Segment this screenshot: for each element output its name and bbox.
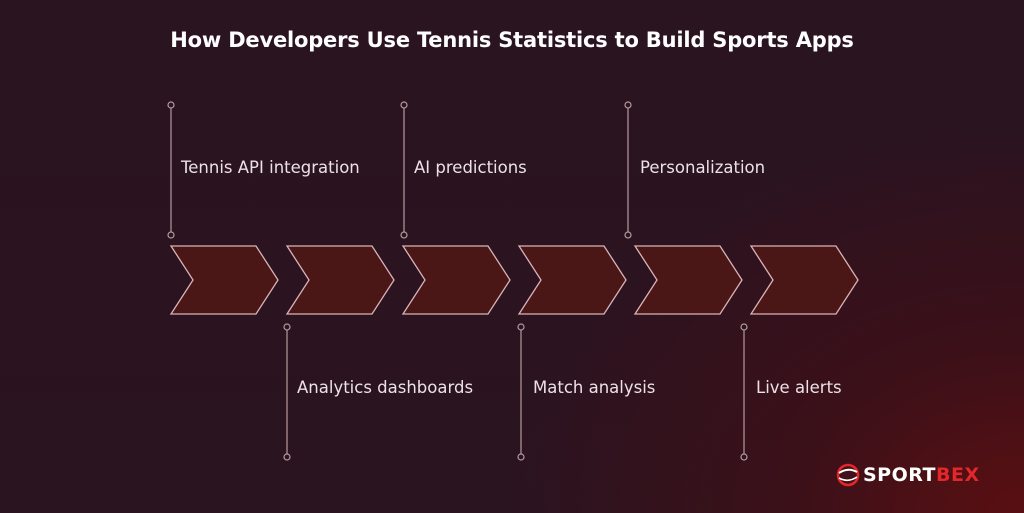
connector-dot-icon (624, 101, 632, 109)
chevron-row (169, 245, 859, 315)
connector-dot-icon (400, 101, 408, 109)
chevron-step-4 (517, 245, 627, 315)
top-connectors (167, 101, 632, 239)
page-title: How Developers Use Tennis Statistics to … (170, 28, 854, 52)
bottom-connectors (283, 323, 748, 461)
step-label-tennis-api-integration: Tennis API integration (181, 158, 360, 177)
ball-icon (836, 463, 860, 487)
connector-dot-icon (283, 323, 291, 331)
connector-dot-icon (517, 453, 525, 461)
connector-dot-icon (740, 453, 748, 461)
chevron-step-3 (401, 245, 511, 315)
chevron-step-1 (169, 245, 279, 315)
step-label-live-alerts: Live alerts (756, 378, 842, 397)
chevron-step-6 (749, 245, 859, 315)
step-label-ai-predictions: AI predictions (414, 158, 527, 177)
connector-dot-icon (740, 323, 748, 331)
step-label-match-analysis: Match analysis (533, 378, 656, 397)
step-label-personalization: Personalization (640, 158, 766, 177)
connector-dot-icon (167, 101, 175, 109)
step-label-analytics-dashboards: Analytics dashboards (297, 378, 474, 397)
chevron-step-5 (633, 245, 743, 315)
connector-dot-icon (167, 231, 175, 239)
chevron-step-2 (285, 245, 395, 315)
sportbex-logo: SPORTBEX (836, 463, 980, 487)
connector-dot-icon (517, 323, 525, 331)
connector-dot-icon (624, 231, 632, 239)
logo-text-sport: SPORT (863, 464, 936, 486)
logo-text-bex: BEX (936, 464, 980, 486)
connector-dot-icon (400, 231, 408, 239)
connector-dot-icon (283, 453, 291, 461)
